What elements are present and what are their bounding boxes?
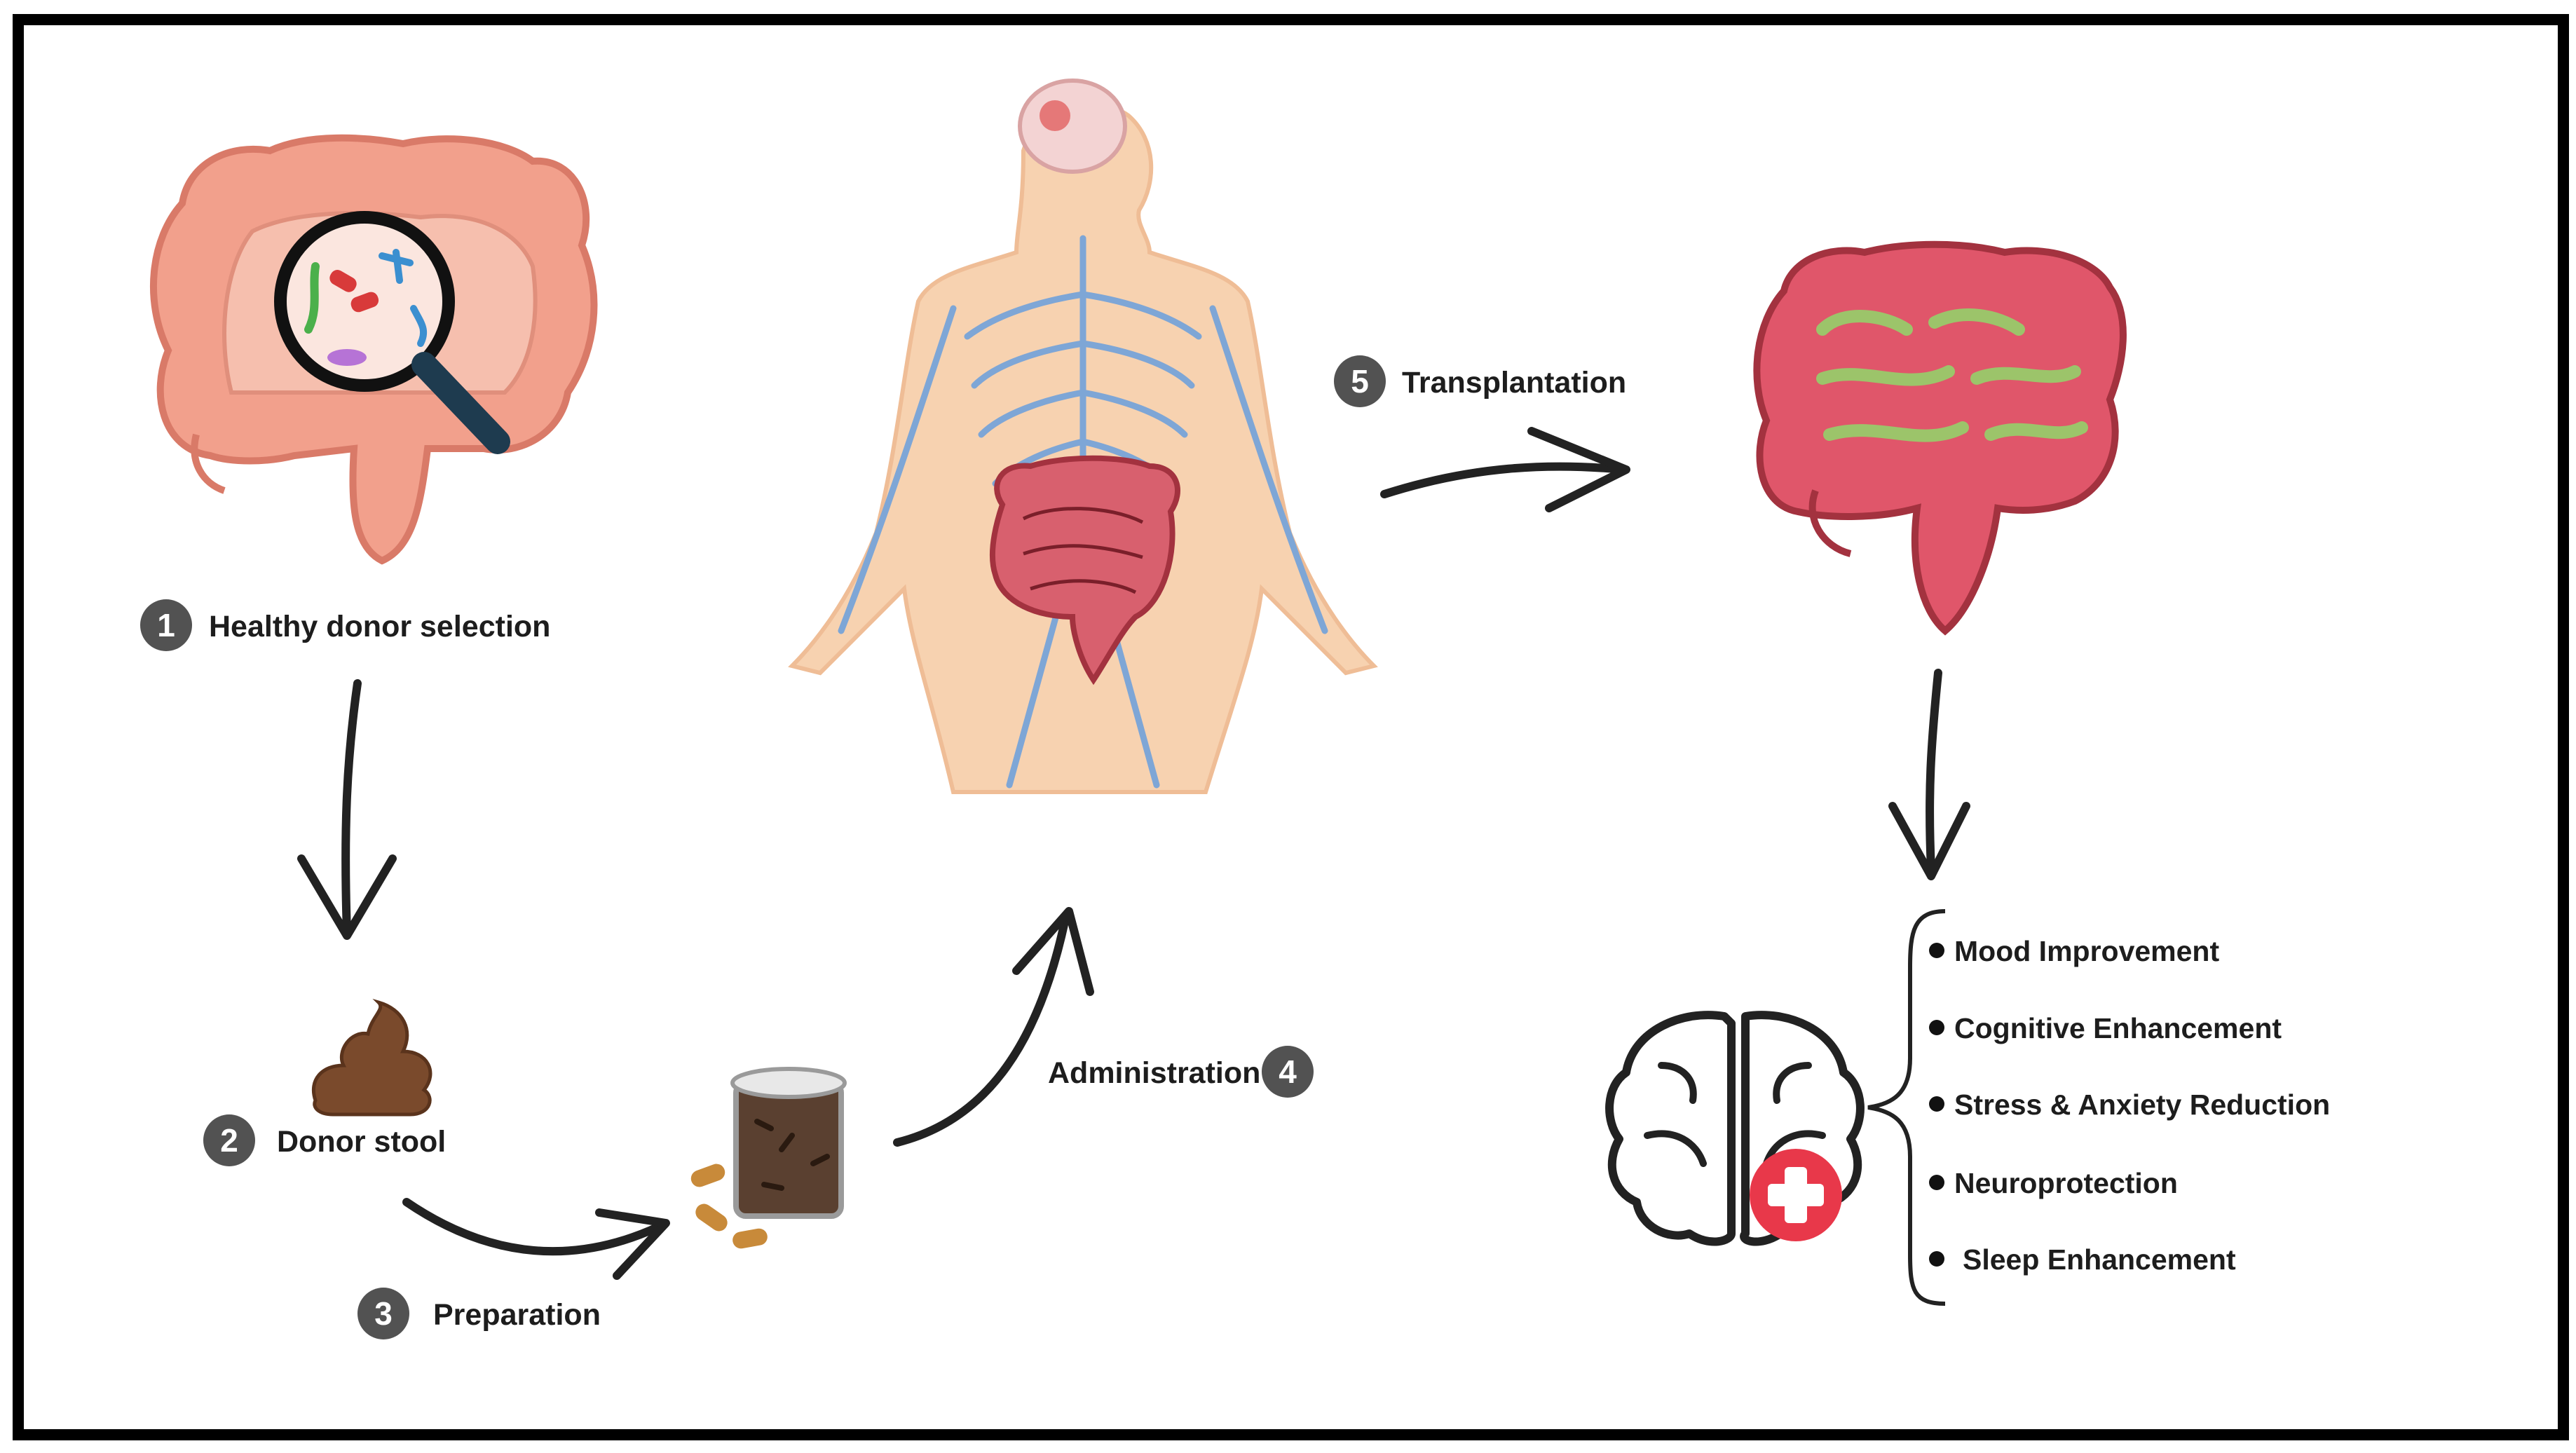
recolonized-intestine-icon	[1753, 240, 2127, 636]
arrow-4-to-5	[1380, 462, 1627, 498]
benefits-brace	[1867, 909, 1946, 1306]
step-badge-5: 5	[1334, 355, 1386, 407]
arrow-3-to-4	[893, 914, 1070, 1147]
benefit-sleep-enhancement: Sleep Enhancement	[1929, 1246, 2236, 1274]
step-badge-2: 2	[203, 1114, 255, 1166]
stool-icon	[311, 998, 432, 1117]
step-label-administration: Administration	[1048, 1056, 1261, 1090]
bullet-dot	[1929, 1175, 1944, 1191]
step-label-healthy-donor-selection: Healthy donor selection	[209, 610, 551, 643]
bullet-dot	[1929, 1096, 1944, 1112]
step-badge-4: 4	[1262, 1046, 1314, 1098]
arrow-2-to-3	[402, 1198, 663, 1256]
step-label-preparation: Preparation	[433, 1298, 601, 1332]
human-body-icon	[788, 79, 1378, 794]
bullet-dot	[1929, 943, 1944, 959]
benefit-cognitive-enhancement: Cognitive Enhancement	[1929, 1014, 2282, 1043]
arrow-2-to-3-head	[595, 1208, 670, 1280]
arrow-3-to-4-head	[1012, 907, 1094, 996]
bullet-dot	[1929, 1251, 1944, 1267]
arrow-4-to-5-head	[1527, 427, 1630, 512]
brain-health-icon	[1605, 1011, 1865, 1246]
arrow-1-to-2-head	[297, 854, 397, 940]
arrow-5-to-brain	[1926, 669, 1942, 873]
step-label-donor-stool: Donor stool	[277, 1125, 447, 1159]
benefit-neuroprotection: Neuroprotection	[1929, 1169, 2178, 1198]
magnifier-icon	[274, 211, 510, 454]
arrow-5-to-brain-head	[1888, 802, 1970, 880]
flow-arrows	[297, 427, 1970, 1280]
arrow-1-to-2	[341, 679, 362, 936]
benefit-stress-anxiety-reduction: Stress & Anxiety Reduction	[1929, 1091, 2330, 1119]
step-badge-3: 3	[357, 1288, 409, 1339]
step-badge-1: 1	[140, 599, 192, 651]
step-label-transplantation: Transplantation	[1402, 366, 1627, 400]
benefit-mood-improvement: Mood Improvement	[1929, 937, 2219, 966]
bullet-dot	[1929, 1020, 1944, 1036]
beaker-capsules-icon	[690, 1067, 847, 1249]
